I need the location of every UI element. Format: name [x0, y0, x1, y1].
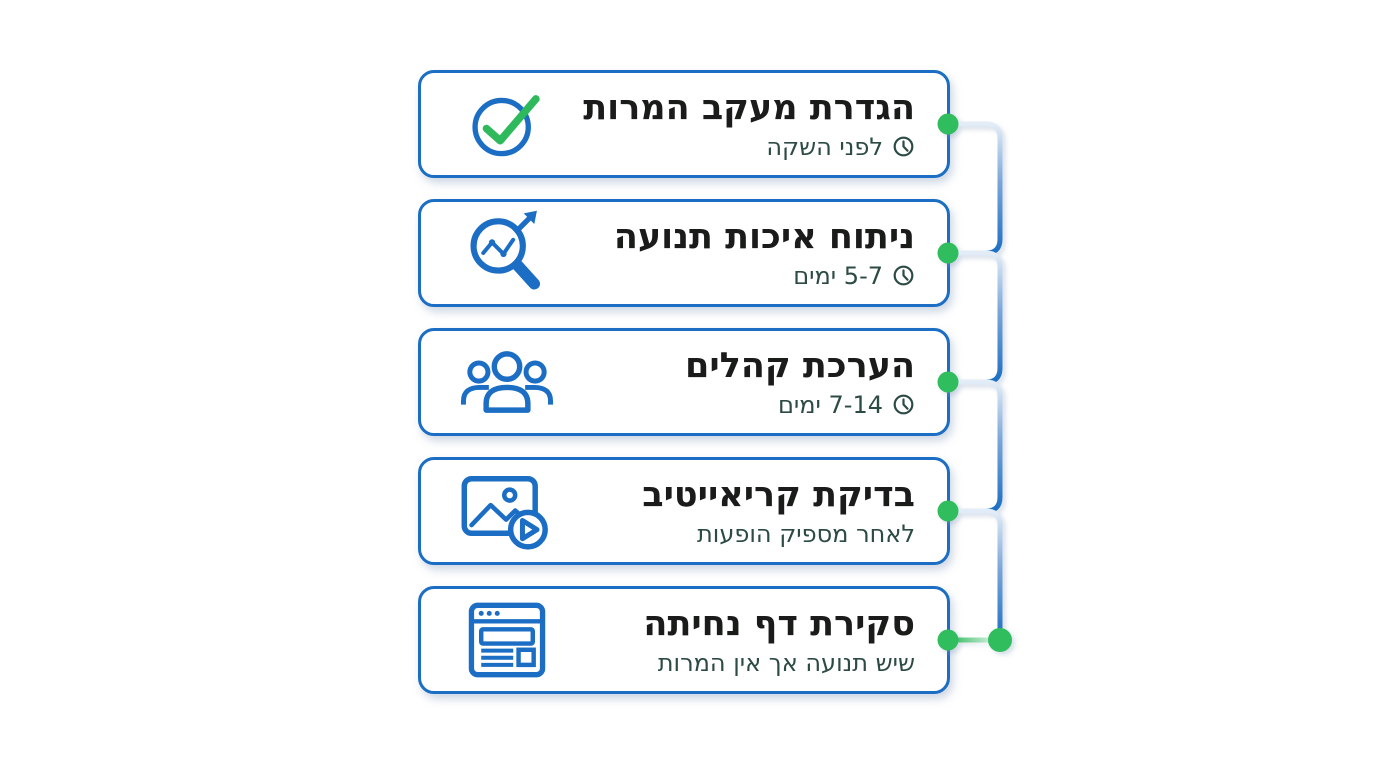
- step-subtitle-text: שיש תנועה אך אין המרות: [657, 648, 915, 677]
- clock-icon: [893, 136, 914, 157]
- connector-segment-3: [956, 379, 1003, 514]
- step-title: ניתוח איכות תנועה: [613, 216, 915, 257]
- step-subtitle-text: לפני השקה: [766, 132, 883, 161]
- check-circle-icon: [457, 86, 557, 162]
- step-text: הגדרת מעקב המרות לפני השקה: [583, 87, 915, 162]
- step-title: הגדרת מעקב המרות: [583, 87, 915, 128]
- step-subtitle: לאחר מספיק הופעות: [697, 519, 915, 549]
- steps-list: הגדרת מעקב המרות לפני השקה ניתוח איכות ת…: [418, 70, 950, 694]
- clock-icon: [893, 394, 914, 415]
- audience-people-icon: [457, 343, 557, 421]
- step-subtitle-text: לאחר מספיק הופעות: [697, 519, 915, 548]
- milestone-dot-end: [988, 628, 1012, 652]
- step-subtitle: 7-14 ימים: [778, 390, 915, 420]
- magnifier-trend-icon: [457, 208, 557, 298]
- connector-segment-2: [956, 250, 1003, 385]
- step-title: סקירת דף נחיתה: [643, 603, 915, 644]
- step-subtitle-text: 5-7 ימים: [793, 261, 883, 290]
- step-subtitle: 5-7 ימים: [793, 261, 915, 291]
- step-text: ניתוח איכות תנועה 5-7 ימים: [614, 216, 915, 291]
- step-card-creative-check: בדיקת קריאייטיב לאחר מספיק הופעות: [418, 457, 950, 565]
- step-text: הערכת קהלים 7-14 ימים: [685, 345, 915, 420]
- step-text: בדיקת קריאייטיב לאחר מספיק הופעות: [642, 474, 915, 549]
- step-title: בדיקת קריאייטיב: [642, 474, 915, 515]
- step-card-landing-page: סקירת דף נחיתה שיש תנועה אך אין המרות: [418, 586, 950, 694]
- step-title: הערכת קהלים: [684, 345, 915, 386]
- clock-icon: [893, 265, 914, 286]
- landing-page-icon: [457, 600, 557, 680]
- step-subtitle: שיש תנועה אך אין המרות: [658, 648, 915, 678]
- step-text: סקירת דף נחיתה שיש תנועה אך אין המרות: [643, 603, 915, 678]
- step-card-traffic-quality: ניתוח איכות תנועה 5-7 ימים: [418, 199, 950, 307]
- connector-segment-1: [956, 121, 1003, 256]
- media-play-icon: [457, 467, 557, 555]
- step-card-conversion-tracking: הגדרת מעקב המרות לפני השקה: [418, 70, 950, 178]
- connector-segment-4: [956, 508, 1003, 640]
- step-card-audiences: הערכת קהלים 7-14 ימים: [418, 328, 950, 436]
- step-subtitle-text: 7-14 ימים: [777, 390, 883, 419]
- step-subtitle: לפני השקה: [766, 132, 915, 162]
